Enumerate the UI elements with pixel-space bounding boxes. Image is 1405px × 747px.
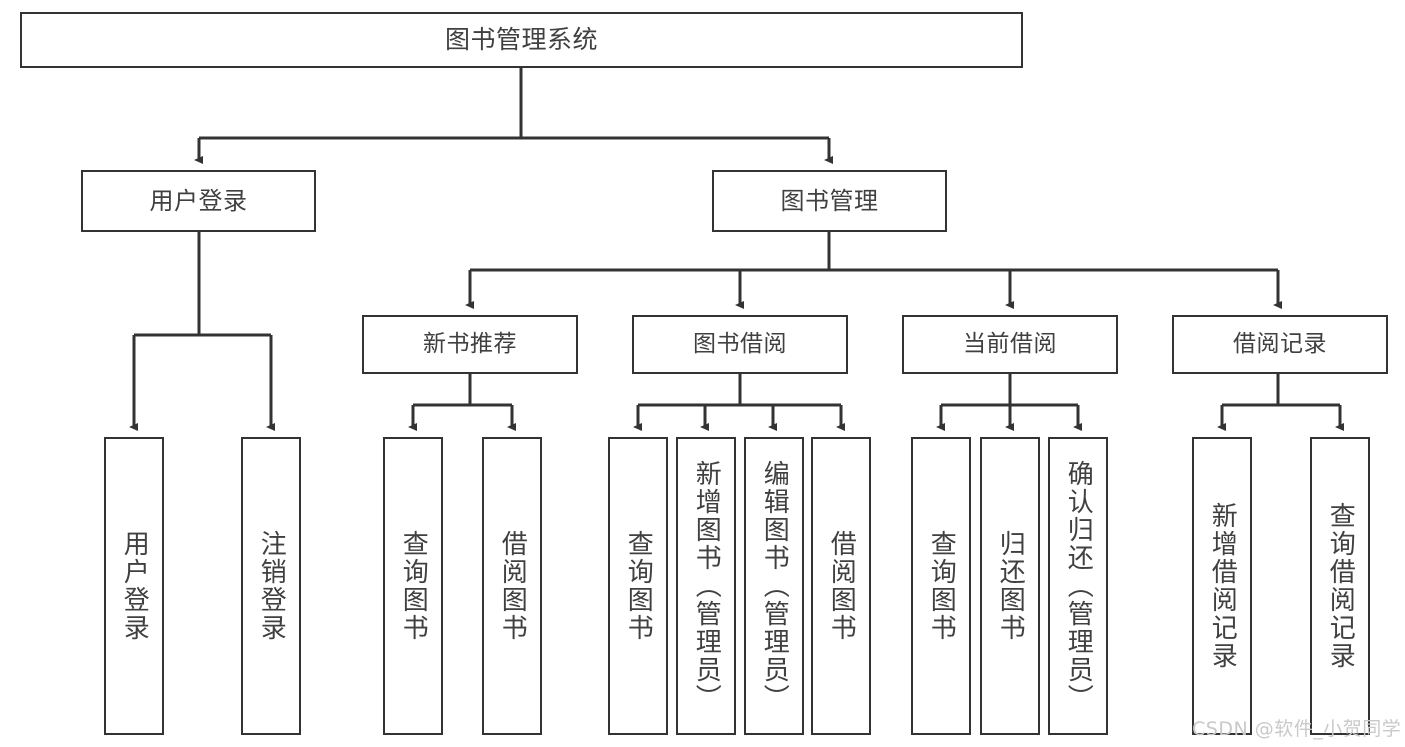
leaf-return-book[interactable]: 归还图书 — [980, 437, 1040, 735]
leaf-add-book-admin[interactable]: 新增图书（管理员） — [676, 437, 736, 735]
leaf-confirm-return-admin[interactable]: 确认归还（管理员） — [1048, 437, 1108, 735]
node-user-login[interactable]: 用户登录 — [81, 170, 316, 232]
leaf-query-borrow-record[interactable]: 查询借阅记录 — [1310, 437, 1370, 735]
node-label: 用户登录 — [119, 530, 150, 642]
node-root-system[interactable]: 图书管理系统 — [20, 12, 1023, 68]
leaf-query-book-current[interactable]: 查询图书 — [911, 437, 971, 735]
leaf-query-book-recommend[interactable]: 查询图书 — [383, 437, 443, 735]
node-label: 图书管理 — [780, 186, 879, 215]
node-label: 新书推荐 — [423, 330, 517, 357]
node-label: 用户登录 — [149, 186, 248, 215]
node-label: 新增借阅记录 — [1207, 502, 1238, 670]
node-label: 图书管理系统 — [444, 25, 598, 55]
node-label: 归还图书 — [995, 530, 1026, 642]
csdn-watermark: CSDN @软件_小贺同学 — [1192, 718, 1402, 740]
leaf-add-borrow-record[interactable]: 新增借阅记录 — [1192, 437, 1252, 735]
node-label: 图书借阅 — [693, 330, 787, 357]
leaf-edit-book-admin[interactable]: 编辑图书（管理员） — [744, 437, 804, 735]
leaf-user-login[interactable]: 用户登录 — [104, 437, 164, 735]
node-label: 查询图书 — [926, 530, 957, 642]
node-label: 查询借阅记录 — [1325, 502, 1356, 670]
node-label: 查询图书 — [398, 530, 429, 642]
node-label: 确认归还（管理员） — [1063, 460, 1094, 712]
node-label: 当前借阅 — [963, 330, 1057, 357]
node-label: 注销登录 — [256, 530, 287, 642]
leaf-logout[interactable]: 注销登录 — [241, 437, 301, 735]
node-current-borrow[interactable]: 当前借阅 — [902, 315, 1118, 374]
node-label: 借阅图书 — [497, 530, 528, 642]
node-new-book-recommend[interactable]: 新书推荐 — [362, 315, 578, 374]
leaf-borrow-book[interactable]: 借阅图书 — [811, 437, 871, 735]
leaf-query-book-borrow[interactable]: 查询图书 — [608, 437, 668, 735]
node-label: 新增图书（管理员） — [691, 460, 722, 712]
node-label: 查询图书 — [623, 530, 654, 642]
node-book-borrow[interactable]: 图书借阅 — [632, 315, 848, 374]
node-borrow-record[interactable]: 借阅记录 — [1172, 315, 1388, 374]
leaf-borrow-book-recommend[interactable]: 借阅图书 — [482, 437, 542, 735]
node-book-management[interactable]: 图书管理 — [712, 170, 947, 232]
node-label: 借阅记录 — [1233, 330, 1327, 357]
node-label: 借阅图书 — [826, 530, 857, 642]
node-label: 编辑图书（管理员） — [759, 460, 790, 712]
